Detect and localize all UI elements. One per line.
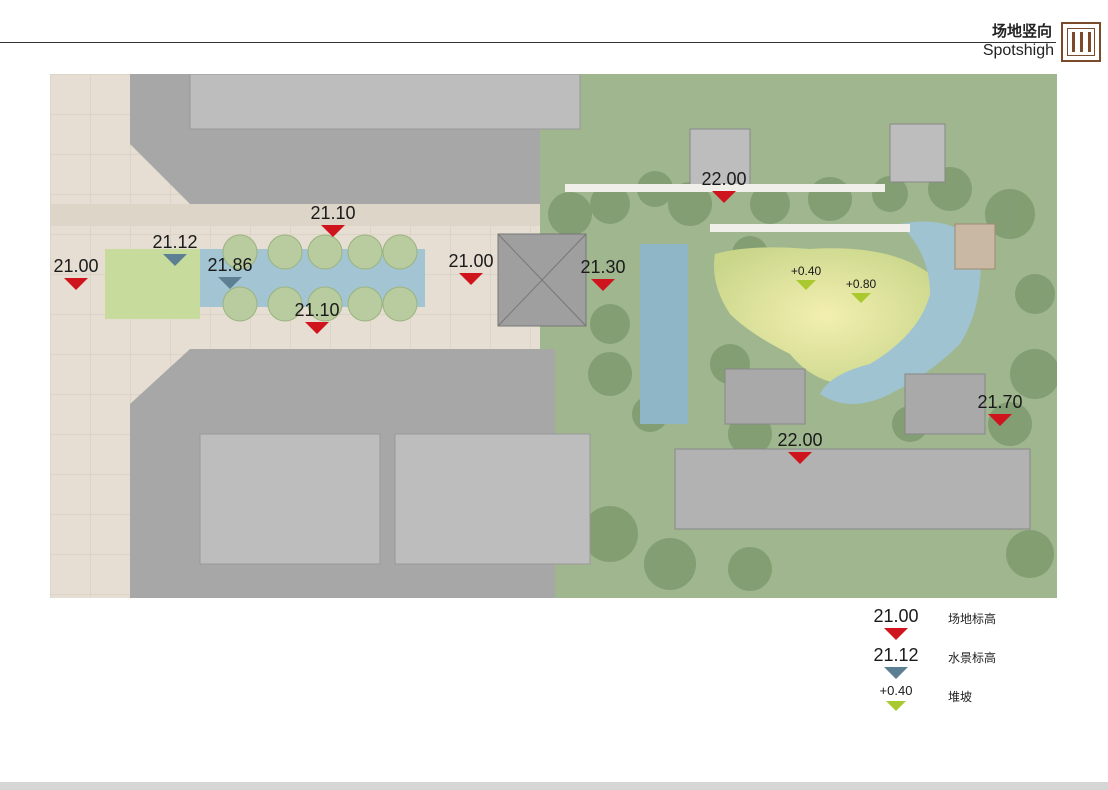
water-channel — [640, 244, 688, 424]
brand-logo-icon — [1061, 22, 1101, 62]
house-a — [689, 128, 751, 188]
site-elevation-icon — [64, 278, 88, 290]
marker-site-elevation: 21.00 — [50, 256, 116, 290]
canal-trees — [222, 234, 418, 322]
marker-site-elevation: 21.10 — [277, 300, 357, 334]
house-d — [904, 373, 986, 435]
elevation-label: 21.86 — [207, 255, 253, 275]
central-lawn — [714, 247, 937, 384]
water-elevation-icon — [218, 277, 242, 289]
mound-icon — [851, 293, 871, 303]
page-subtitle: Spotshigh — [982, 42, 1054, 59]
legend-label: 场地标高 — [948, 612, 997, 626]
site-elevation-icon — [788, 452, 812, 464]
legend-value: +0.40 — [879, 683, 913, 698]
site-plan-map: 21.00 21.12 21.86 21.10 21.10 21.00 21.3… — [50, 74, 1057, 598]
building-east — [674, 448, 1031, 530]
site-plan-drawing — [50, 74, 1057, 598]
header-rule — [0, 42, 1056, 43]
marker-mound: +0.40 — [766, 264, 846, 290]
walkway — [565, 184, 885, 192]
site-elevation-icon — [712, 191, 736, 203]
elevation-label: 22.00 — [701, 169, 747, 189]
legend-label: 水景标高 — [948, 651, 997, 665]
elevation-label: 21.10 — [310, 203, 356, 223]
mound-icon — [886, 701, 906, 711]
marker-water-elevation: 21.86 — [190, 255, 270, 289]
water-elevation-icon — [884, 667, 908, 679]
marker-site-elevation: 22.00 — [760, 430, 840, 464]
mound-icon — [796, 280, 816, 290]
legend-label: 堆坡 — [948, 690, 973, 704]
marker-site-elevation: 21.30 — [563, 257, 643, 291]
elevation-label: 21.10 — [294, 300, 340, 320]
elevation-label: 21.00 — [448, 251, 494, 271]
house-b — [889, 123, 946, 183]
site-elevation-icon — [321, 225, 345, 237]
site-elevation-icon — [459, 273, 483, 285]
elevation-label: 21.00 — [53, 256, 99, 276]
elevation-label: +0.80 — [845, 277, 877, 291]
site-elevation-icon — [305, 322, 329, 334]
elevation-label: 21.30 — [580, 257, 626, 277]
marker-water-elevation: 21.12 — [135, 232, 215, 266]
elevation-label: 22.00 — [777, 430, 823, 450]
site-elevation-icon — [884, 628, 908, 640]
lake — [820, 221, 981, 404]
house-c — [724, 368, 806, 425]
site-elevation-icon — [591, 279, 615, 291]
page-title: 场地竖向 — [991, 22, 1052, 40]
site-elevation-icon — [988, 414, 1012, 426]
legend-value: 21.00 — [873, 606, 919, 626]
footer-bar — [0, 782, 1108, 790]
elevation-label: 21.70 — [977, 392, 1023, 412]
marker-mound: +0.80 — [821, 277, 901, 303]
legend-value: 21.12 — [873, 645, 919, 665]
marker-site-elevation: 22.00 — [684, 169, 764, 203]
water-elevation-icon — [163, 254, 187, 266]
elevation-label: +0.40 — [790, 264, 822, 278]
marker-site-elevation: 21.00 — [431, 251, 511, 285]
elevation-label: 21.12 — [152, 232, 198, 252]
marker-site-elevation: 21.70 — [960, 392, 1040, 426]
marker-site-elevation: 21.10 — [293, 203, 373, 237]
